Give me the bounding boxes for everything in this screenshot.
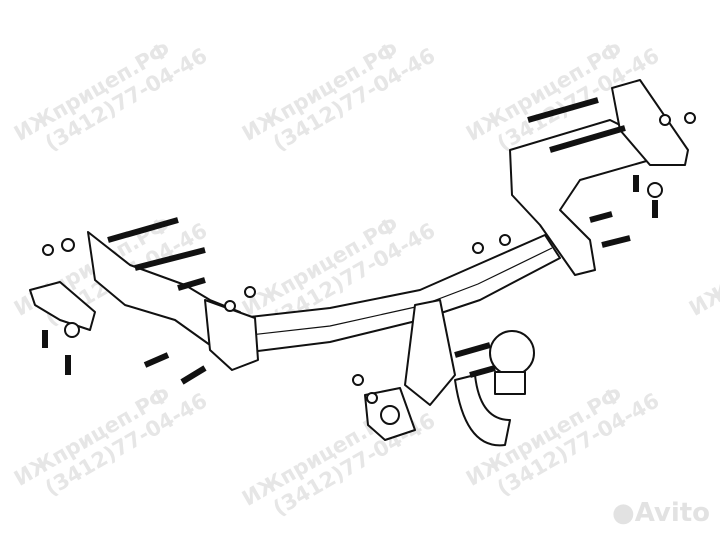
ball-neck	[454, 374, 511, 447]
bolts	[42, 97, 658, 385]
ball-collar	[494, 371, 526, 395]
crossbeam	[239, 234, 561, 353]
left-clamp-plate	[29, 281, 96, 331]
avito-logo: ●Avito	[612, 498, 711, 528]
left-end-plate	[204, 299, 259, 371]
socket-hole	[380, 405, 400, 425]
nuts	[42, 112, 696, 404]
ball-mount-plate	[404, 299, 456, 406]
tow-ball	[489, 330, 535, 376]
